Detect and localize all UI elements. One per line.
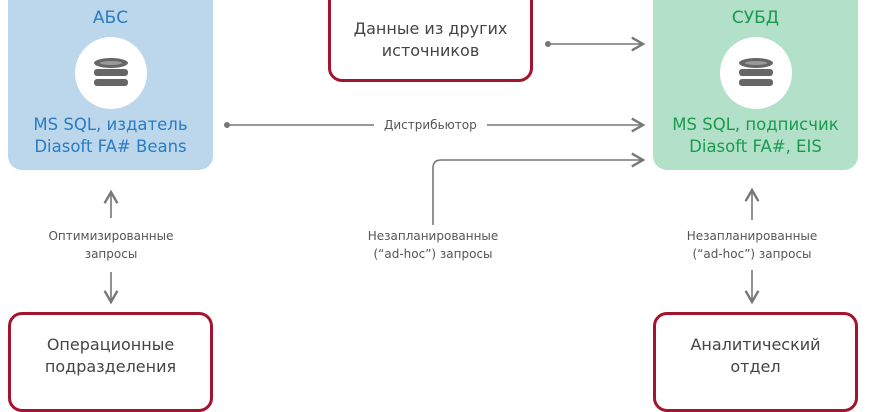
other-sources-line1: Данные из других bbox=[353, 19, 508, 38]
label-line: (“ad-hoc”) запросы bbox=[373, 247, 493, 261]
database-icon bbox=[720, 37, 792, 109]
adhoc-mid-label: Незапланированные (“ad-hoc”) запросы bbox=[358, 227, 508, 263]
subd-line2: Diasoft FA#, EIS bbox=[689, 137, 822, 156]
other-sources-line2: источников bbox=[381, 41, 480, 60]
label-line: Незапланированные bbox=[367, 229, 499, 243]
operational-line1: Операционные bbox=[46, 335, 175, 354]
label-line: Оптимизированные bbox=[48, 229, 174, 243]
analytical-box: Аналитический отдел bbox=[653, 312, 858, 412]
subd-title: СУБД bbox=[731, 8, 780, 28]
abs-title: АБС bbox=[92, 8, 129, 28]
label-line: Незапланированные bbox=[686, 229, 818, 243]
adhoc-mid-arrow bbox=[432, 152, 646, 225]
operational-line2: подразделения bbox=[44, 357, 177, 376]
connector-lines bbox=[103, 36, 760, 305]
other-sources-box: Данные из других источников bbox=[328, 0, 533, 82]
analytical-line2: отдел bbox=[730, 357, 781, 376]
database-icon bbox=[75, 37, 147, 109]
label-line: запросы bbox=[84, 247, 138, 261]
connector-dot bbox=[545, 41, 551, 47]
label-line: (“ad-hoc”) запросы bbox=[692, 247, 812, 261]
abs-line2: Diasoft FA# Beans bbox=[34, 137, 187, 156]
optimized-label: Оптимизированные запросы bbox=[36, 227, 186, 263]
distributor-label: Дистрибьютор bbox=[374, 116, 487, 134]
abs-line1: MS SQL, издатель bbox=[33, 115, 188, 134]
connector-dot bbox=[224, 122, 230, 128]
adhoc-right-label: Незапланированные (“ad-hoc”) запросы bbox=[677, 227, 827, 263]
subd-line1: MS SQL, подписчик bbox=[672, 115, 839, 134]
analytical-line1: Аналитический bbox=[690, 335, 821, 354]
operational-box: Операционные подразделения bbox=[8, 312, 213, 412]
